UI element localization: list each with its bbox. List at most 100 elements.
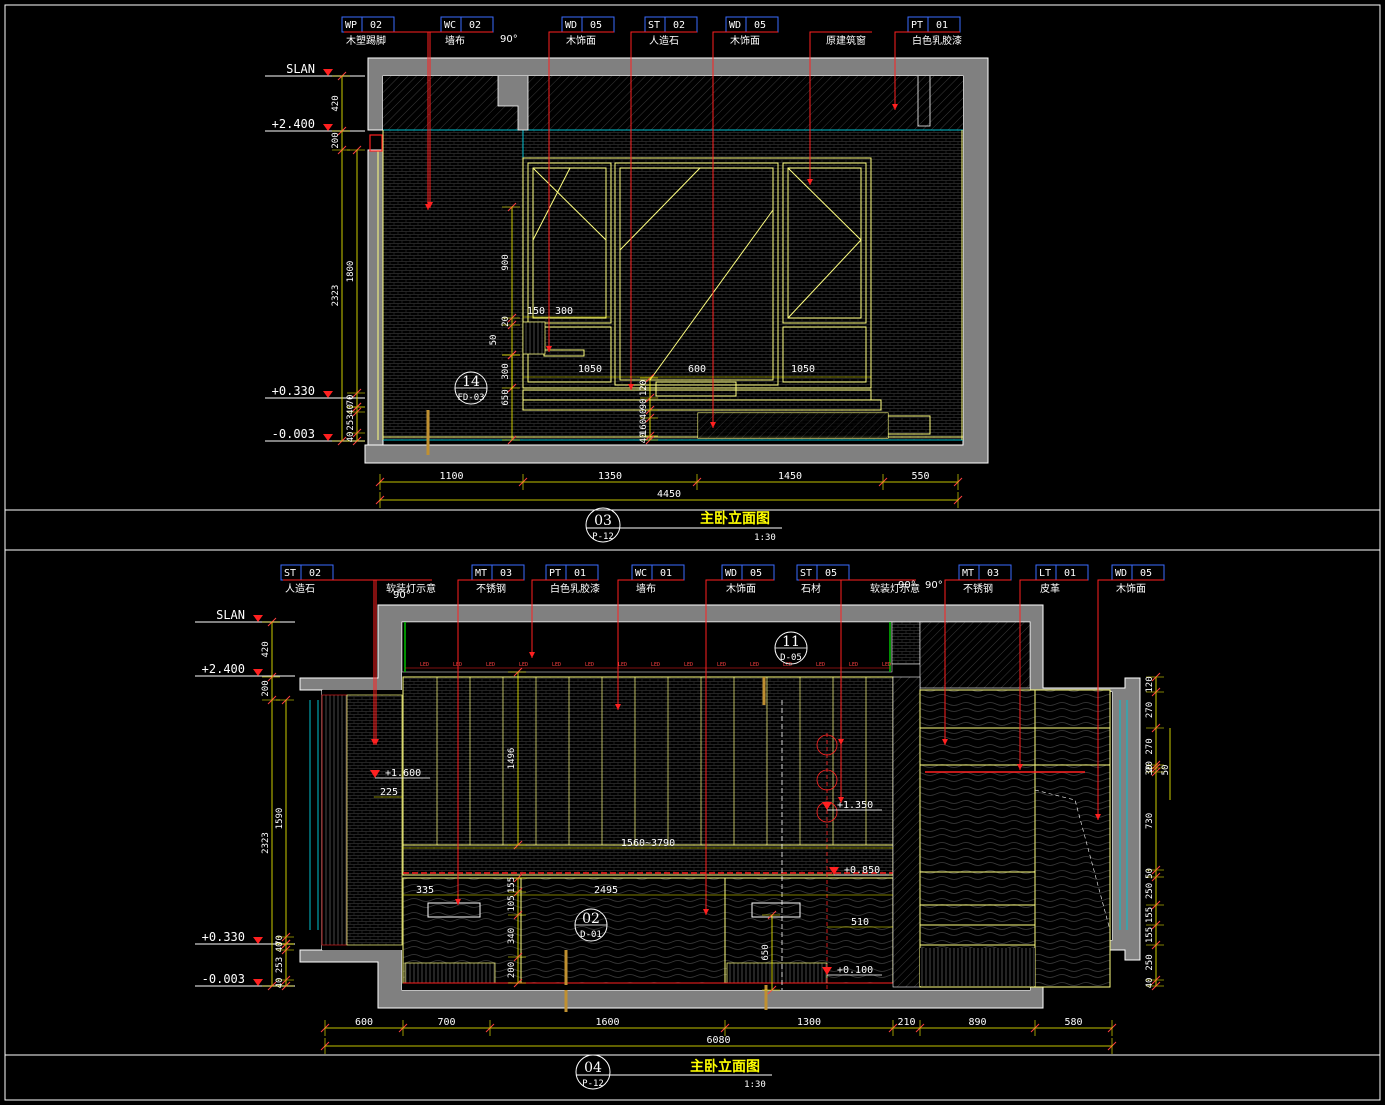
angle-label: 90° xyxy=(925,580,943,591)
svg-text:11: 11 xyxy=(782,634,800,650)
tag-code: WD xyxy=(729,20,741,31)
elev1-walls xyxy=(364,57,989,464)
dim-value: 90 xyxy=(639,399,649,410)
material-tag: 原建筑窗 xyxy=(807,31,872,185)
dim-value: 6080 xyxy=(706,1035,730,1046)
dim-value: 210 xyxy=(897,1017,915,1028)
inner-level: +1.350 xyxy=(822,800,882,811)
dim-value: 40 xyxy=(346,432,356,443)
elev1-level-markers: SLAN+2.400+0.330-0.003 xyxy=(265,62,365,442)
callout-14: 14 FD-03 xyxy=(454,371,488,405)
dim-value: 1300 xyxy=(797,1017,821,1028)
dim-value: 600 xyxy=(355,1017,373,1028)
leader-line xyxy=(705,579,774,915)
tag-label: 原建筑窗 xyxy=(826,34,866,47)
dim-value: 1450 xyxy=(778,471,802,482)
tag-label: 软装灯示意 xyxy=(870,582,920,595)
dim-value: 20 xyxy=(1145,761,1155,772)
svg-text:02: 02 xyxy=(582,911,600,927)
svg-text:D-01: D-01 xyxy=(580,930,602,940)
level-value: +0.330 xyxy=(272,384,315,398)
dim-value: 40 xyxy=(275,978,285,989)
leader-arrow xyxy=(942,739,948,745)
led-label: LED xyxy=(849,662,858,668)
dim-value: 1350 xyxy=(598,471,622,482)
dim-value: 420 xyxy=(261,641,271,657)
elev2-level-markers: SLAN+2.400+0.330-0.003 xyxy=(195,608,295,987)
angle-label: 90° xyxy=(393,590,411,601)
tag-num: 03 xyxy=(987,568,999,579)
dim-value: 700 xyxy=(437,1017,455,1028)
leader-line xyxy=(944,579,1011,745)
dim-value: 2495 xyxy=(594,885,618,896)
dim-value: 1100 xyxy=(439,471,463,482)
tag-label: 白色乳胶漆 xyxy=(550,582,600,595)
sheet-frame xyxy=(4,4,1381,1101)
dim-value: 1050 xyxy=(578,364,602,375)
dim-value: 420 xyxy=(331,95,341,111)
dim-value: 120 xyxy=(1145,676,1155,692)
tag-num: 01 xyxy=(574,568,586,579)
led-label: LED xyxy=(585,662,594,668)
tag-code: PT xyxy=(549,568,561,579)
tag-code: ST xyxy=(800,568,812,579)
tag-code: ST xyxy=(648,20,660,31)
led-label: LED xyxy=(552,662,561,668)
dim-value: 253 xyxy=(346,414,356,430)
leader-line xyxy=(617,579,684,710)
tag-label: 木饰面 xyxy=(726,582,756,595)
leader-arrow xyxy=(710,422,716,428)
dim-value: 50 xyxy=(1145,868,1155,879)
dim-value: 300 xyxy=(501,363,511,379)
tag-num: 01 xyxy=(660,568,672,579)
level-value: +0.330 xyxy=(202,930,245,944)
leader-line xyxy=(283,579,377,745)
dim-value: 270 xyxy=(1145,738,1155,754)
callout-02: 02 D-01 xyxy=(574,908,608,942)
dim-value: 890 xyxy=(968,1017,986,1028)
headboard-panels xyxy=(436,677,867,845)
level-marker: +2.400 xyxy=(195,662,295,677)
led-label: LED xyxy=(684,662,693,668)
dim-value: 340 xyxy=(507,928,517,944)
leader-arrow xyxy=(628,384,634,390)
tag-num: 03 xyxy=(500,568,512,579)
tag-num: 05 xyxy=(1140,568,1152,579)
dim-value: 650 xyxy=(761,944,771,960)
dim-value: 1050 xyxy=(791,364,815,375)
dim-value: 250 xyxy=(1145,883,1155,899)
dim-value: 40 xyxy=(346,404,356,415)
tag-label: 木饰面 xyxy=(566,34,596,47)
tag-num: 01 xyxy=(936,20,948,31)
tag-num: 02 xyxy=(309,568,321,579)
tag-label: 人造石 xyxy=(285,582,315,595)
led-label: LED xyxy=(618,662,627,668)
inner-level: +1.600 xyxy=(370,768,430,779)
dim-value: 155 xyxy=(1145,907,1155,923)
tag-label: 墙布 xyxy=(636,582,656,595)
leader-line xyxy=(427,31,493,210)
svg-text:FD-03: FD-03 xyxy=(457,393,484,403)
inner-level: +0.850 xyxy=(829,865,889,876)
dim-value: 200 xyxy=(331,132,341,148)
tag-code: WC xyxy=(444,20,456,31)
tag-num: 05 xyxy=(825,568,837,579)
tag-code: WD xyxy=(565,20,577,31)
dim-value: 2323 xyxy=(261,832,271,854)
dim-value: 1590 xyxy=(275,808,285,830)
dim-value: 250 xyxy=(1145,954,1155,970)
tag-label: 人造石 xyxy=(649,34,679,47)
tag-num: 01 xyxy=(1064,568,1076,579)
led-label: LED xyxy=(750,662,759,668)
